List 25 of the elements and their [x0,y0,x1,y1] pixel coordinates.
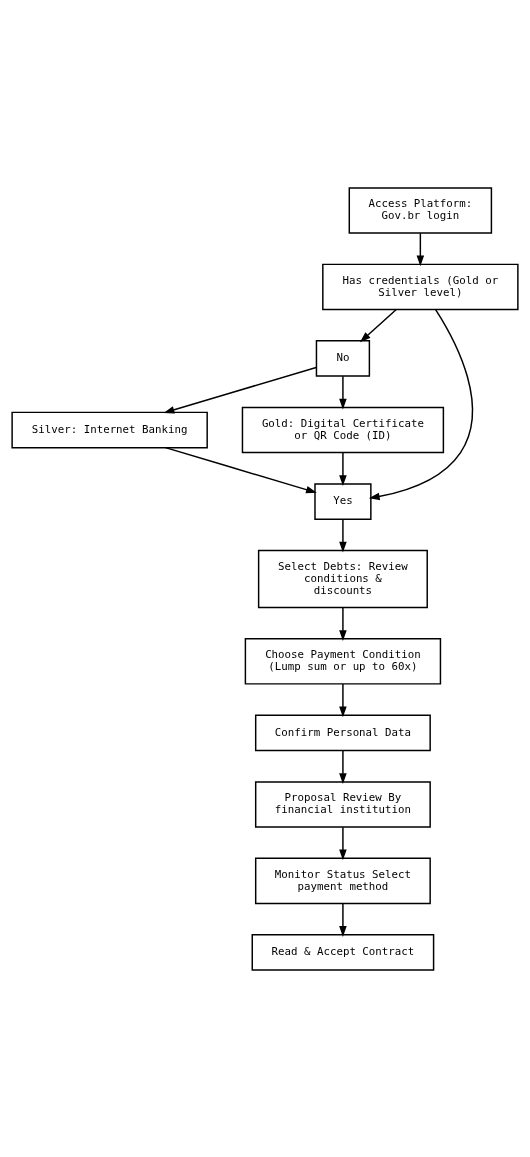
arrow [339,682,347,717]
arrow [163,366,317,413]
node-box: Monitor Status Select payment method [254,857,431,904]
node-box: Confirm Personal Data [254,714,431,751]
node-box: Choose Payment Condition (Lump sum or up to 60x) [244,637,442,685]
node-box: Select Debts: Review conditions & discounts [257,549,428,608]
arrow [164,446,317,493]
arrow [339,749,347,784]
arrow [339,518,347,553]
arrow [339,451,347,486]
node-box: Read & Accept Contract [251,933,435,971]
arrow [339,375,347,410]
arrow [359,308,397,342]
node-box: No [315,339,371,377]
arrow [339,606,347,641]
arrow [339,826,347,860]
node-box: Access Platform: Gov.br login [348,186,493,234]
node-box: Has credentials (Gold or Silver level) [322,263,519,310]
node-box: Proposal Review By financial institution [254,780,431,828]
arrow [368,308,474,500]
node-box: Yes [314,482,372,520]
arrow [416,232,425,266]
node-box: Gold: Digital Certificate or QR Code (ID) [241,406,445,453]
arrow [339,902,347,937]
node-box: Silver: Internet Banking [11,411,208,448]
